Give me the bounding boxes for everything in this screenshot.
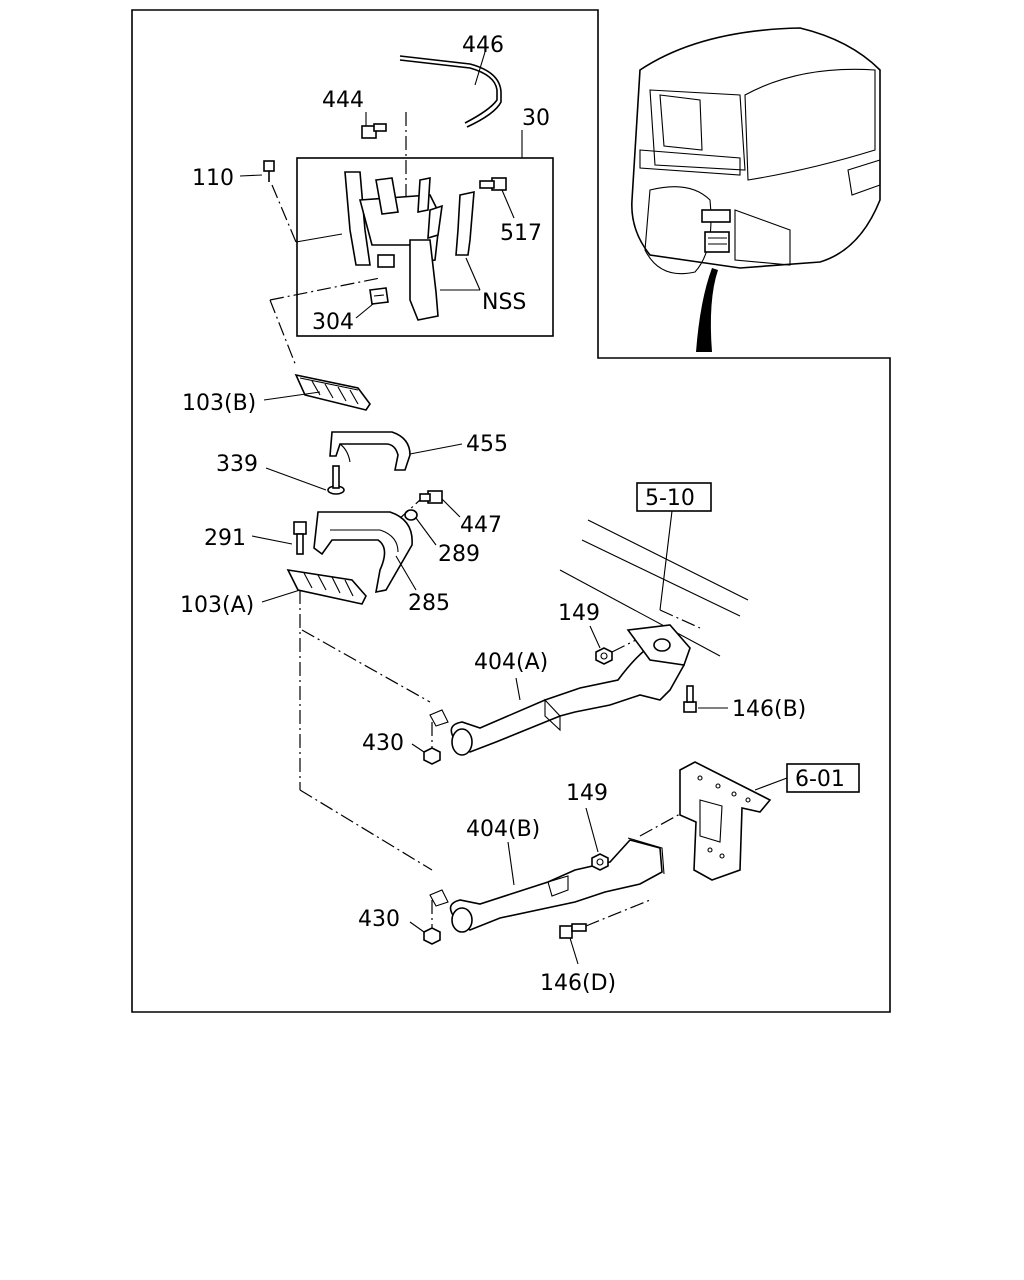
label-103a: 103(A) [180, 593, 254, 618]
part-291-bolt [293, 521, 307, 555]
part-446-rod [399, 59, 498, 124]
assembly-30-box [296, 157, 554, 337]
ref-label-6-01[interactable]: 6-01 [795, 767, 845, 792]
ref-box-6-01[interactable] [786, 763, 860, 793]
label-289: 289 [438, 542, 480, 567]
truck-cab-inset [631, 27, 881, 352]
label-430-b: 430 [358, 907, 400, 932]
part-103a-step [286, 568, 367, 605]
part-285-bracket [313, 511, 413, 594]
part-146b-bolt [683, 685, 697, 713]
part-455-bracket [329, 431, 411, 471]
part-146d-bolt [559, 923, 587, 939]
label-339: 339 [216, 452, 258, 477]
label-304: 304 [312, 310, 354, 335]
part-103b-step [294, 373, 371, 411]
label-430-a: 430 [362, 731, 404, 756]
diagram-frame [131, 9, 891, 1013]
part-30-brackets [344, 171, 475, 321]
part-304-clip [369, 287, 389, 305]
part-404b-bracket [429, 837, 665, 933]
label-30: 30 [522, 106, 550, 131]
part-430-nut-a [423, 722, 441, 765]
mounting-plate-6-01 [679, 761, 772, 881]
part-289-washer [404, 509, 418, 521]
label-447: 447 [460, 513, 502, 538]
label-291: 291 [204, 526, 246, 551]
part-149-nut-a [595, 647, 613, 665]
label-146b: 146(B) [732, 697, 806, 722]
ref-box-5-10[interactable] [636, 482, 712, 512]
frame-rails [559, 519, 749, 657]
part-444-bolt [361, 112, 387, 139]
part-447-bolt [419, 490, 443, 504]
ref-label-5-10[interactable]: 5-10 [645, 486, 695, 511]
part-339-stud [327, 465, 345, 495]
label-517: 517 [500, 221, 542, 246]
part-149-nut-b [591, 853, 609, 871]
label-146d: 146(D) [540, 971, 616, 996]
label-285: 285 [408, 591, 450, 616]
label-404a: 404(A) [474, 650, 548, 675]
part-430-nut-b [423, 900, 441, 945]
part-517-bolt [479, 177, 507, 191]
label-103b: 103(B) [182, 391, 256, 416]
label-110: 110 [192, 166, 234, 191]
label-nss: NSS [482, 290, 526, 315]
part-110-bolt [263, 160, 275, 182]
label-149-a: 149 [558, 601, 600, 626]
label-404b: 404(B) [466, 817, 540, 842]
label-446: 446 [462, 33, 504, 58]
label-455: 455 [466, 432, 508, 457]
label-149-b: 149 [566, 781, 608, 806]
part-404a-bracket [429, 624, 691, 756]
label-444: 444 [322, 88, 364, 113]
